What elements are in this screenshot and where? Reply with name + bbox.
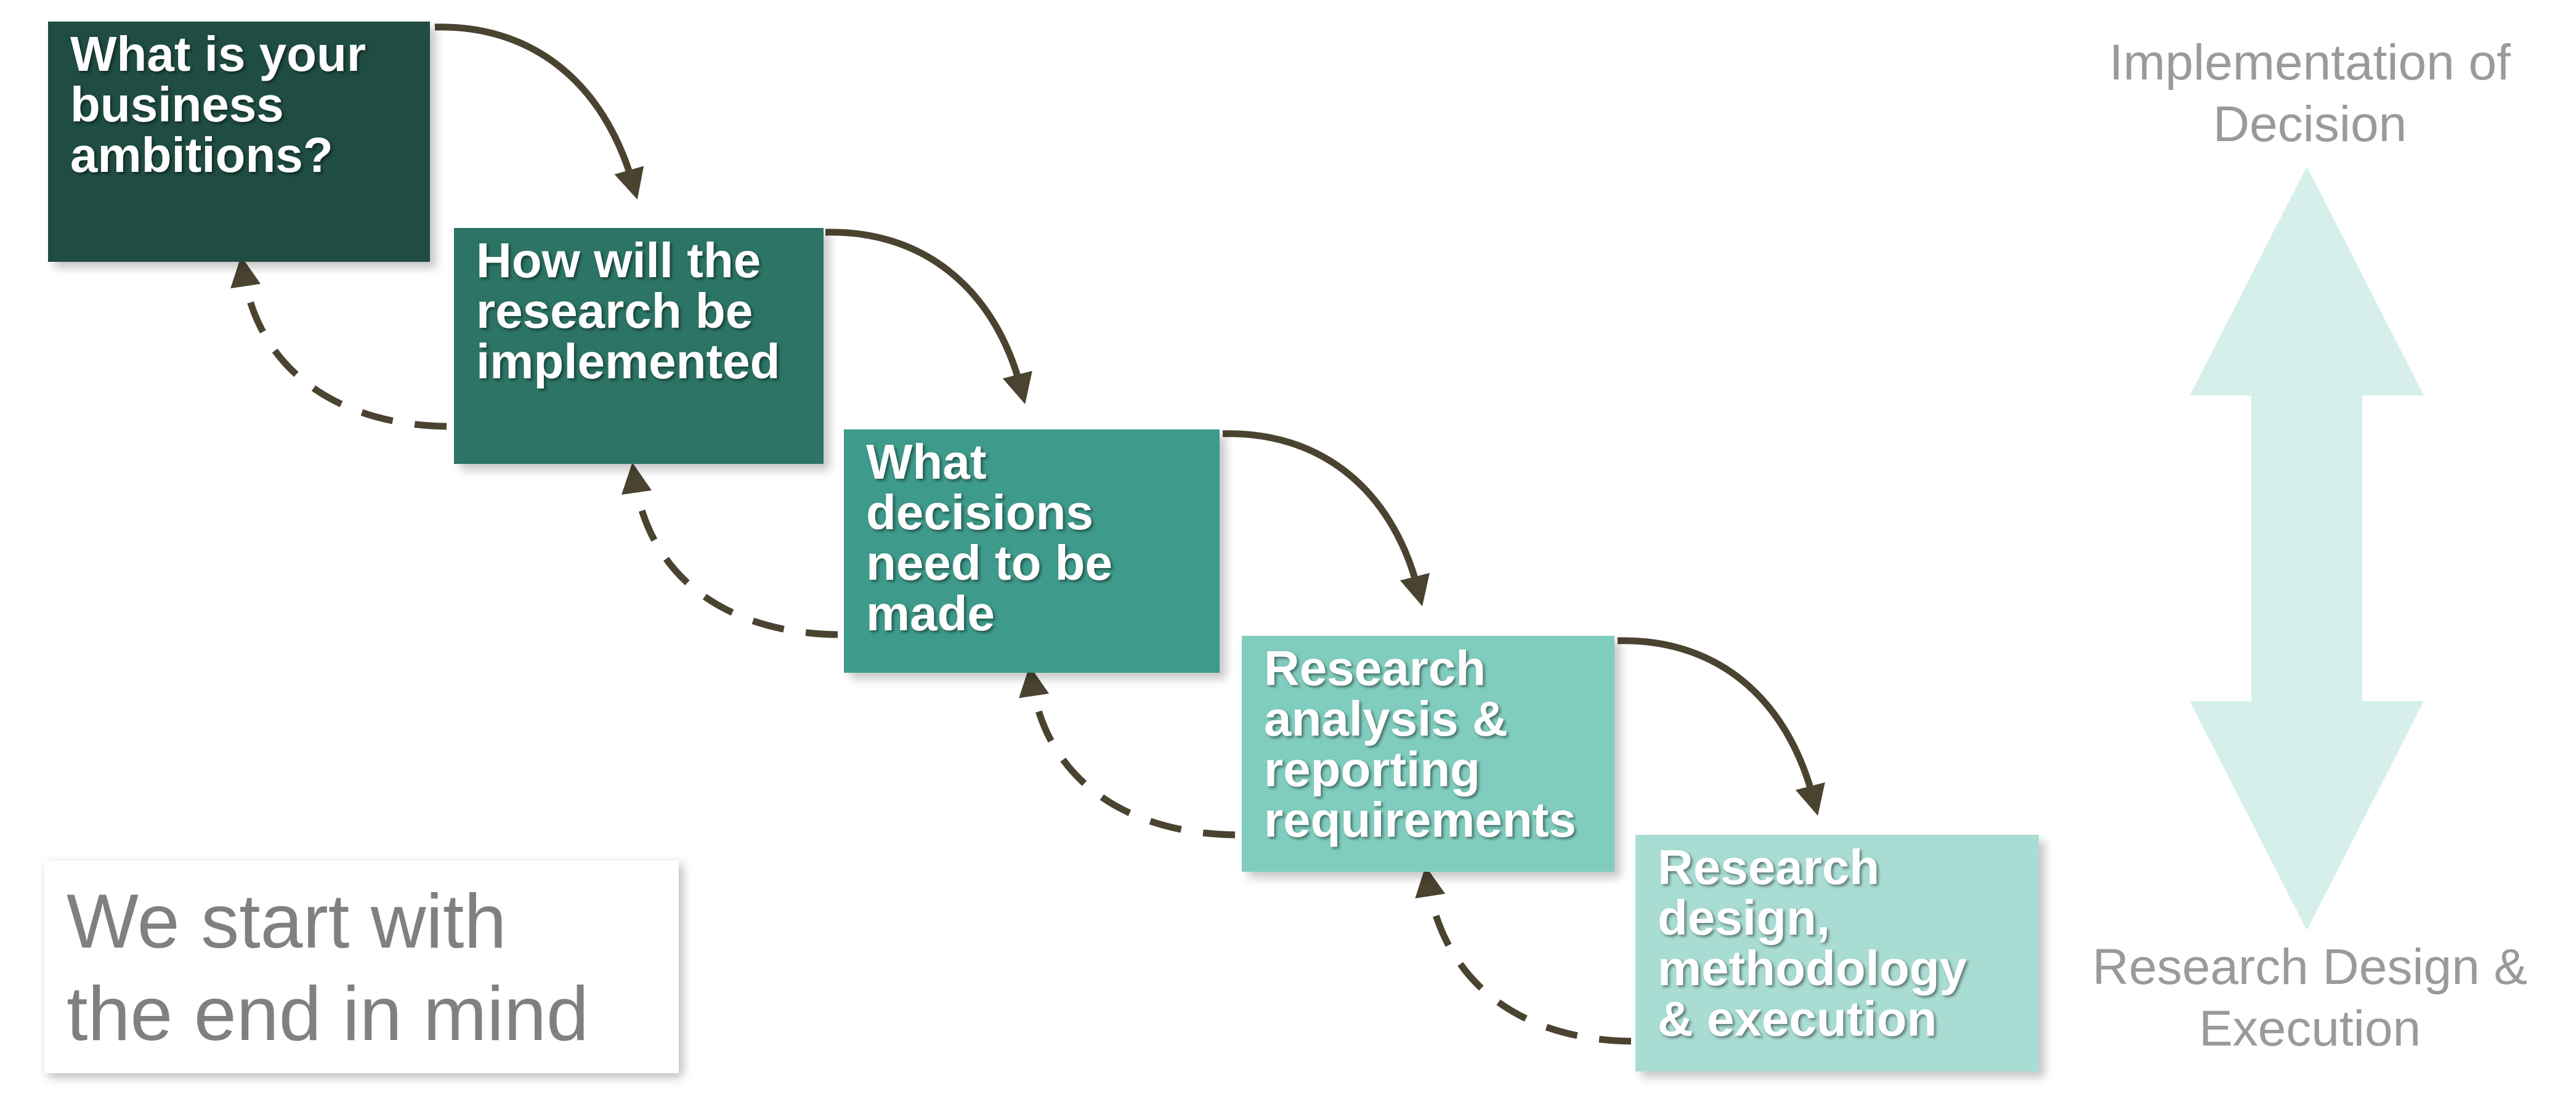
step-label: What is your business ambitions? (70, 26, 367, 182)
step-business-ambitions: What is your business ambitions? (48, 22, 430, 262)
forward-arrow-2-3 (825, 229, 1032, 404)
axis-top-label: Implementation of Decision (2109, 35, 2511, 152)
double-headed-arrow-icon (2190, 166, 2424, 930)
tagline-box: We start with the end in mind (44, 861, 679, 1073)
step-research-implementation: How will the research be implemented (454, 228, 824, 464)
step-label: Research design, methodology & execution (1658, 840, 1967, 1046)
forward-arrow-4-5 (1617, 637, 1825, 816)
step-label: Research analysis & reporting requiremen… (1264, 641, 1576, 847)
step-research-design: Research design, methodology & execution (1635, 835, 2039, 1071)
feedback-arrow-2-1 (230, 256, 447, 430)
forward-arrow-3-4 (1222, 430, 1430, 606)
step-decisions: What decisions need to be made (844, 429, 1220, 673)
step-label: How will the research be implemented (476, 233, 780, 389)
feedback-arrow-3-2 (622, 462, 838, 638)
feedback-arrow-5-4 (1415, 866, 1632, 1045)
step-label: What decisions need to be made (866, 434, 1113, 641)
axis-bottom-label: Research Design & Execution (2092, 939, 2528, 1057)
feedback-arrow-4-3 (1019, 665, 1236, 839)
step-analysis-reporting: Research analysis & reporting requiremen… (1242, 636, 1614, 872)
forward-arrow-1-2 (434, 23, 644, 200)
